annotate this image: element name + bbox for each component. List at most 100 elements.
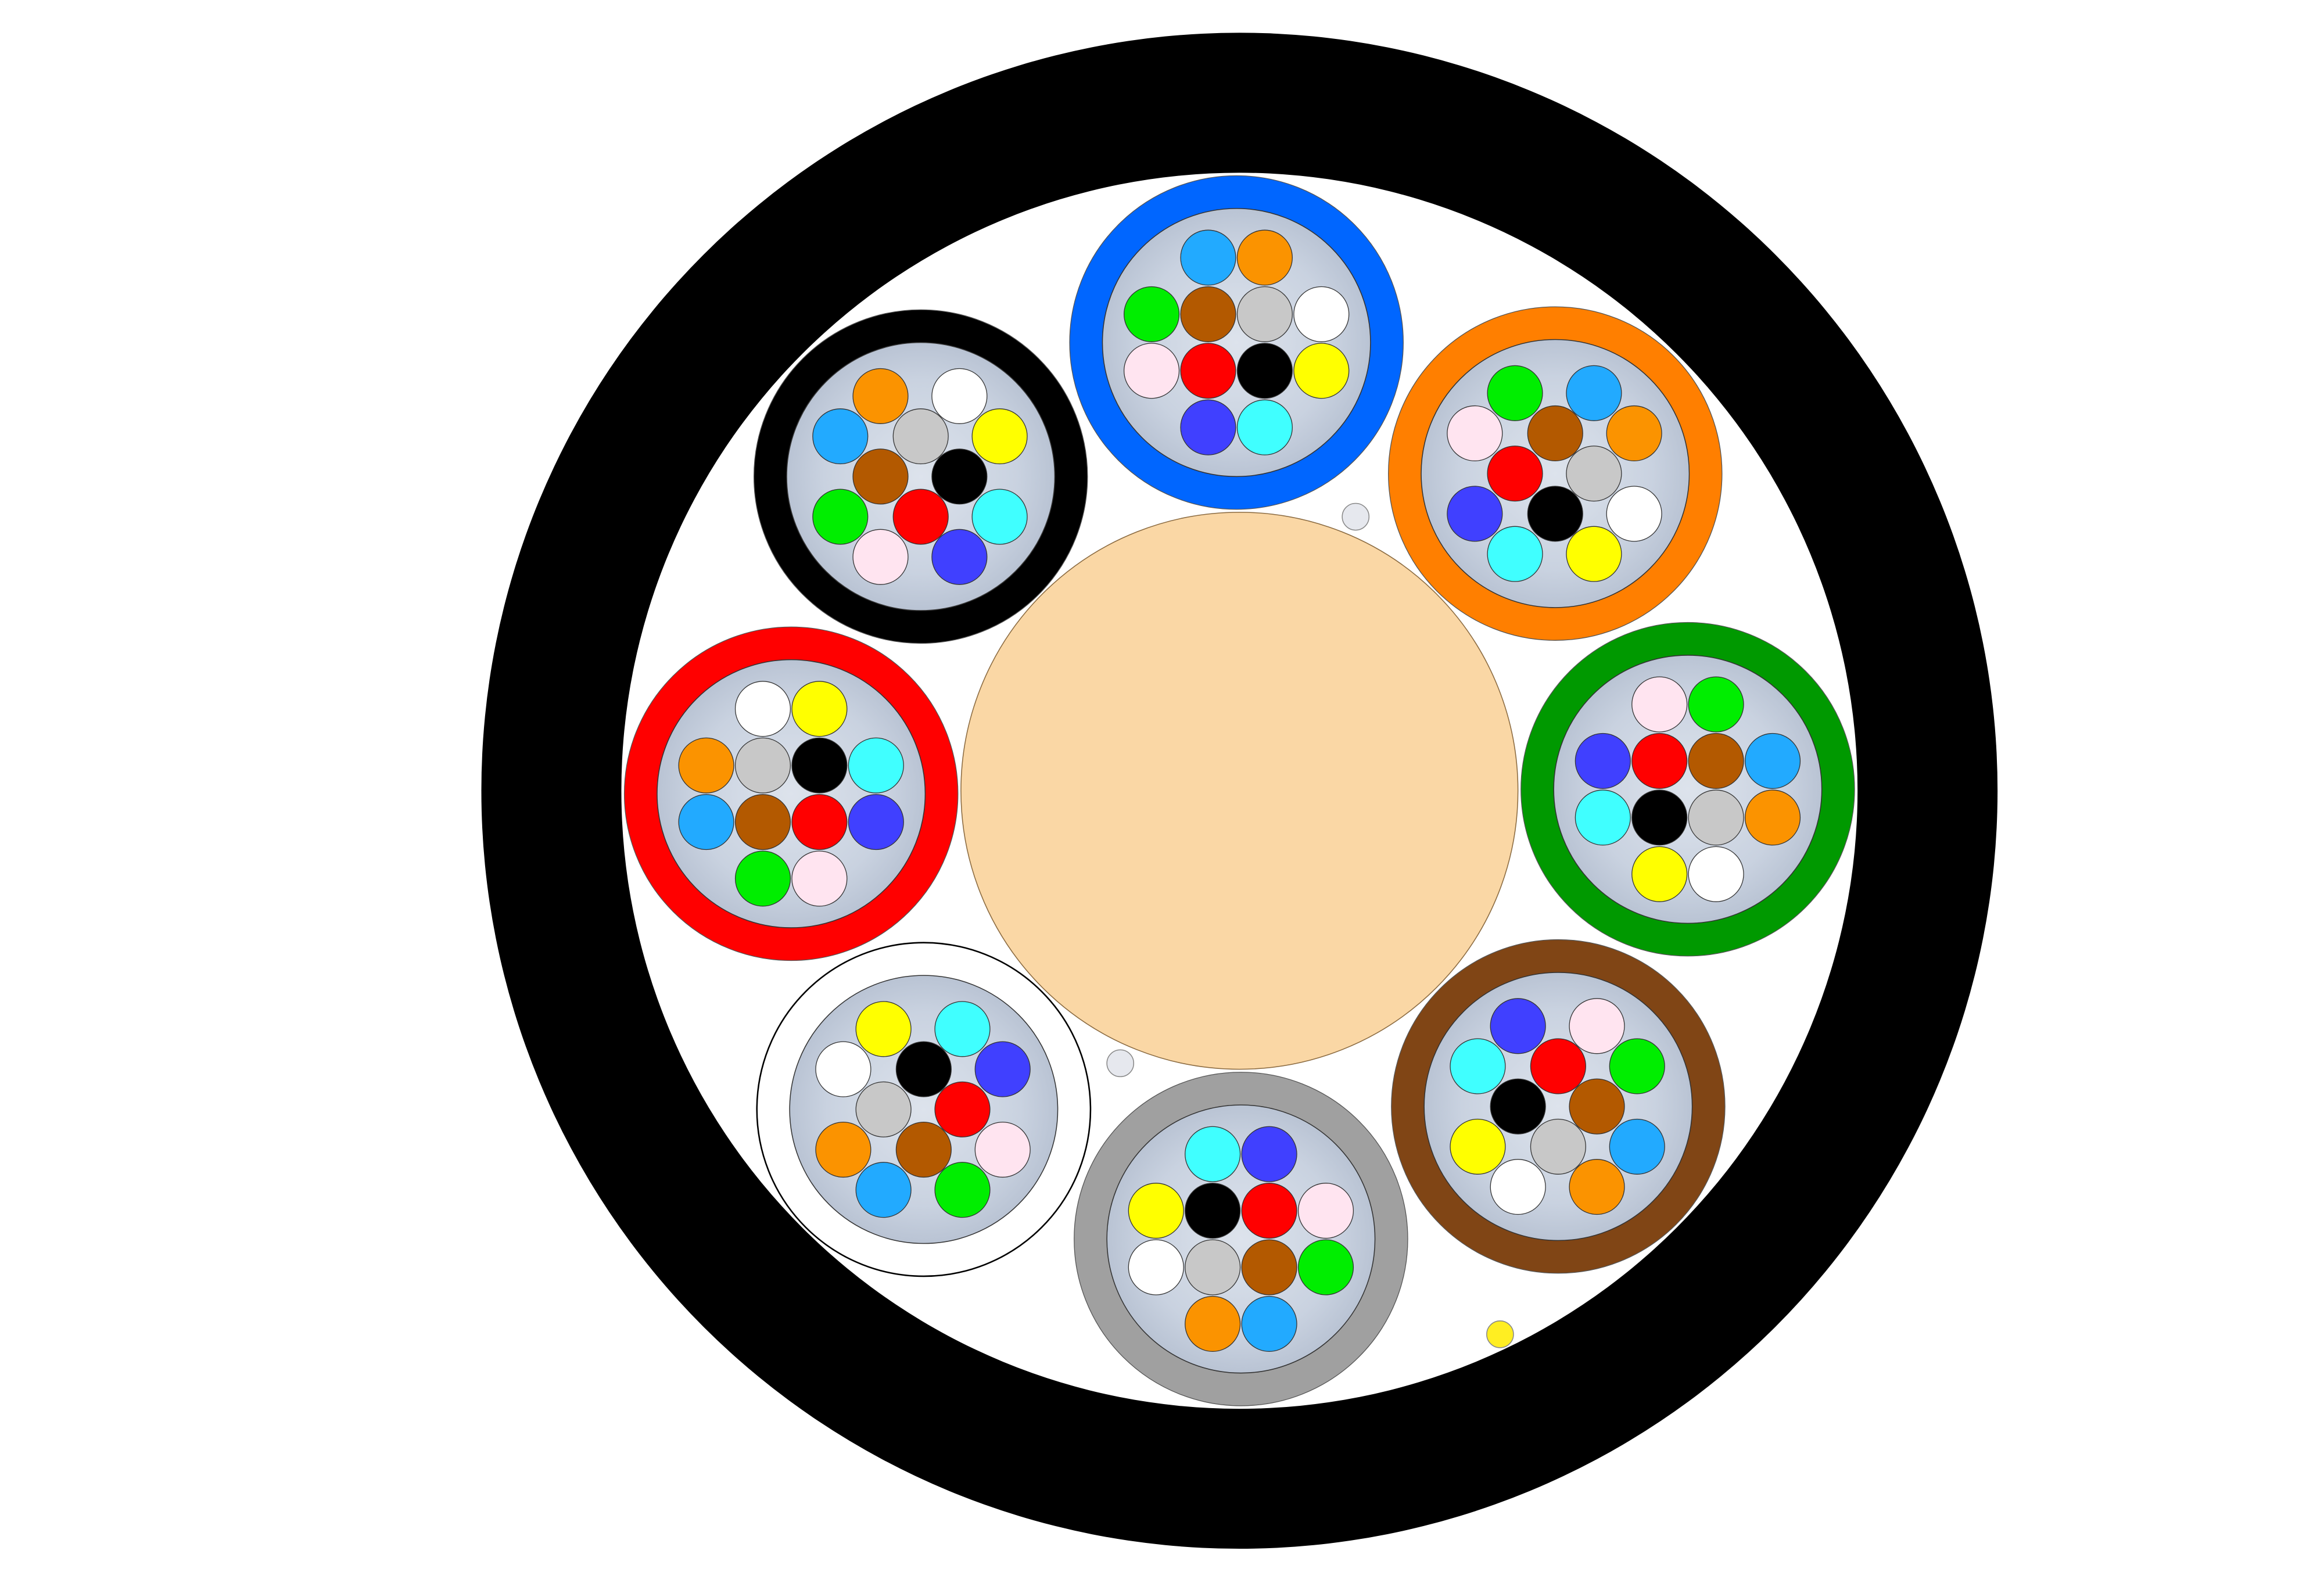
fiber-orange bbox=[815, 1121, 871, 1178]
fiber-lightblue bbox=[1241, 1295, 1297, 1352]
fiber-white bbox=[1688, 846, 1744, 902]
fiber-black bbox=[895, 1041, 952, 1097]
fiber-cyan bbox=[971, 489, 1028, 545]
fiber-pink bbox=[1447, 405, 1503, 462]
fiber-pink bbox=[1631, 676, 1688, 733]
fiber-grey bbox=[1236, 286, 1293, 342]
fiber-green bbox=[1123, 286, 1180, 342]
fiber-orange bbox=[1569, 1159, 1625, 1215]
buffer-tube-green bbox=[1520, 622, 1855, 957]
central-strength-member bbox=[960, 512, 1519, 1070]
fiber-orange bbox=[852, 368, 909, 424]
fiber-grey bbox=[1530, 1118, 1586, 1175]
fiber-pink bbox=[1123, 343, 1180, 399]
filler-rod bbox=[1486, 1320, 1514, 1348]
fiber-black bbox=[1490, 1078, 1546, 1135]
buffer-tubes bbox=[623, 175, 1855, 1406]
tube-core bbox=[1553, 655, 1823, 924]
fiber-blue bbox=[931, 529, 988, 585]
fiber-lightblue bbox=[812, 408, 869, 465]
fiber-red bbox=[1631, 733, 1688, 789]
buffer-tube-blue bbox=[1069, 175, 1404, 510]
fiber-grey bbox=[855, 1081, 912, 1137]
buffer-tube-black bbox=[753, 309, 1088, 644]
fiber-lightblue bbox=[855, 1162, 912, 1218]
fiber-grey bbox=[1566, 446, 1622, 502]
tube-core bbox=[786, 342, 1056, 611]
buffer-tube-slate bbox=[1074, 1072, 1408, 1406]
fiber-cyan bbox=[934, 1001, 991, 1057]
fiber-orange bbox=[678, 737, 734, 794]
fiber-white bbox=[931, 368, 988, 424]
fiber-cyan bbox=[848, 737, 904, 794]
fiber-blue bbox=[1575, 733, 1631, 789]
fiber-red bbox=[892, 489, 949, 545]
fiber-black bbox=[931, 448, 988, 505]
tube-core bbox=[1102, 208, 1371, 478]
filler-rods bbox=[1106, 502, 1514, 1348]
buffer-tube-orange bbox=[1388, 306, 1723, 641]
fiber-orange bbox=[1744, 789, 1801, 846]
fiber-green bbox=[1609, 1038, 1665, 1094]
fiber-green bbox=[1487, 365, 1543, 421]
fiber-lightblue bbox=[1180, 229, 1236, 286]
fiber-brown bbox=[1527, 405, 1583, 462]
tube-core bbox=[789, 975, 1059, 1244]
fiber-pink bbox=[1297, 1183, 1354, 1239]
fiber-white bbox=[1490, 1159, 1546, 1215]
fiber-black bbox=[1631, 789, 1688, 846]
tube-core bbox=[657, 659, 926, 928]
fiber-yellow bbox=[1128, 1183, 1184, 1239]
fiber-cyan bbox=[1185, 1126, 1241, 1182]
fiber-yellow bbox=[971, 408, 1028, 465]
fiber-lightblue bbox=[1609, 1118, 1665, 1175]
tube-core bbox=[1421, 339, 1690, 608]
fiber-yellow bbox=[1631, 846, 1688, 902]
fiber-cyan bbox=[1236, 399, 1293, 455]
filler-rod bbox=[1106, 1049, 1135, 1078]
fiber-black bbox=[1527, 486, 1583, 542]
fiber-black bbox=[1236, 343, 1293, 399]
fiber-green bbox=[1297, 1239, 1354, 1295]
fiber-black bbox=[791, 737, 848, 794]
fiber-cyan bbox=[1575, 789, 1631, 846]
fiber-brown bbox=[895, 1121, 952, 1178]
fiber-yellow bbox=[855, 1001, 912, 1057]
fiber-yellow bbox=[1566, 526, 1622, 582]
fiber-yellow bbox=[1450, 1118, 1506, 1175]
fiber-yellow bbox=[1293, 343, 1350, 399]
fiber-cyan bbox=[1450, 1038, 1506, 1094]
fiber-brown bbox=[1569, 1078, 1625, 1135]
fiber-white bbox=[1606, 486, 1662, 542]
fiber-grey bbox=[892, 408, 949, 465]
fiber-white bbox=[1128, 1239, 1184, 1295]
fiber-pink bbox=[791, 850, 848, 907]
fiber-yellow bbox=[791, 681, 848, 737]
tube-core bbox=[1423, 972, 1693, 1241]
fiber-brown bbox=[734, 794, 791, 850]
filler-rod bbox=[1342, 502, 1370, 531]
fiber-brown bbox=[1688, 733, 1744, 789]
fiber-green bbox=[734, 850, 791, 907]
fiber-pink bbox=[974, 1121, 1031, 1178]
fiber-orange bbox=[1185, 1295, 1241, 1352]
fiber-cyan bbox=[1487, 526, 1543, 582]
fiber-green bbox=[812, 489, 869, 545]
fiber-white bbox=[1293, 286, 1350, 342]
fiber-blue bbox=[1490, 998, 1546, 1054]
fiber-red bbox=[1487, 446, 1543, 502]
buffer-tube-red bbox=[623, 626, 959, 961]
fiber-red bbox=[1530, 1038, 1586, 1094]
buffer-tube-white bbox=[756, 942, 1092, 1277]
fiber-black bbox=[1185, 1183, 1241, 1239]
tube-core bbox=[1106, 1104, 1376, 1374]
fiber-lightblue bbox=[678, 794, 734, 850]
fiber-pink bbox=[852, 529, 909, 585]
fiber-blue bbox=[848, 794, 904, 850]
fiber-white bbox=[815, 1041, 871, 1097]
fiber-orange bbox=[1606, 405, 1662, 462]
fiber-red bbox=[1180, 343, 1236, 399]
fiber-grey bbox=[734, 737, 791, 794]
fiber-pink bbox=[1569, 998, 1625, 1054]
